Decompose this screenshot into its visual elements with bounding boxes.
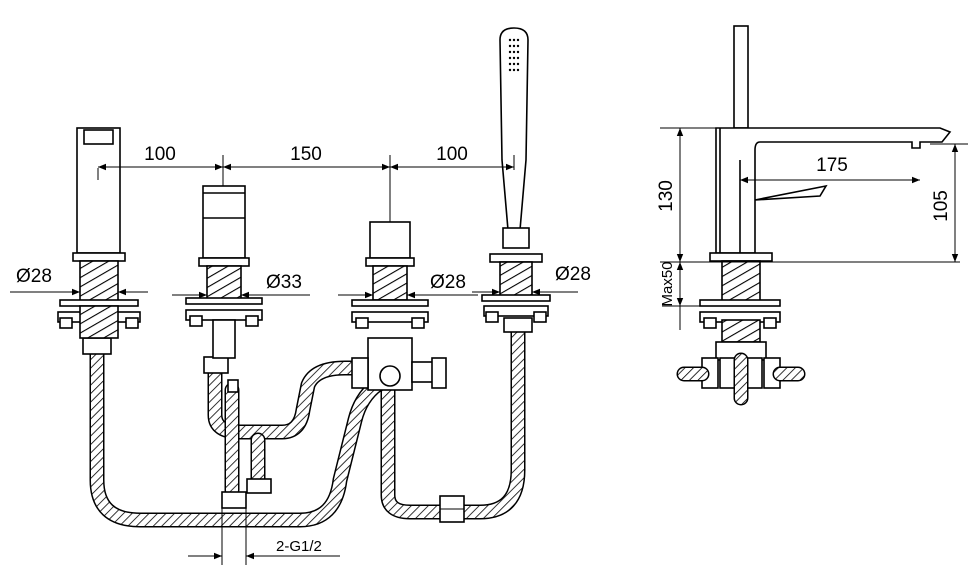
mixer-valve-fixture	[185, 185, 263, 359]
spacing-dimensions: 100 150 100	[97, 144, 515, 222]
hand-shower-fixture	[481, 27, 551, 323]
connection-thread: 2-G1/2	[276, 538, 322, 555]
connection-dimension: 2-G1/2	[188, 508, 340, 565]
diameter-diverter: Ø28	[430, 272, 466, 293]
diverter-fixture	[351, 221, 447, 391]
body-height: 130	[656, 180, 677, 212]
side-view-fixture	[676, 25, 952, 406]
spout-height: 105	[931, 190, 952, 222]
spacing-left: 100	[144, 144, 176, 165]
diameter-spout: Ø28	[16, 266, 52, 287]
spacing-right: 100	[436, 144, 468, 165]
spacing-middle: 150	[290, 144, 322, 165]
diameter-mixer: Ø33	[266, 272, 302, 293]
spout-fixture	[57, 127, 141, 339]
side-view-dimensions: 175 130 105 Max50	[656, 127, 968, 330]
spout-reach: 175	[816, 155, 848, 176]
max-deck-thickness: Max50	[659, 261, 676, 306]
diameter-dimensions: Ø28 Ø33 Ø28 Ø28	[10, 264, 591, 299]
hoses	[89, 322, 526, 528]
diameter-hand-shower: Ø28	[555, 264, 591, 285]
hose-nuts	[82, 317, 533, 523]
